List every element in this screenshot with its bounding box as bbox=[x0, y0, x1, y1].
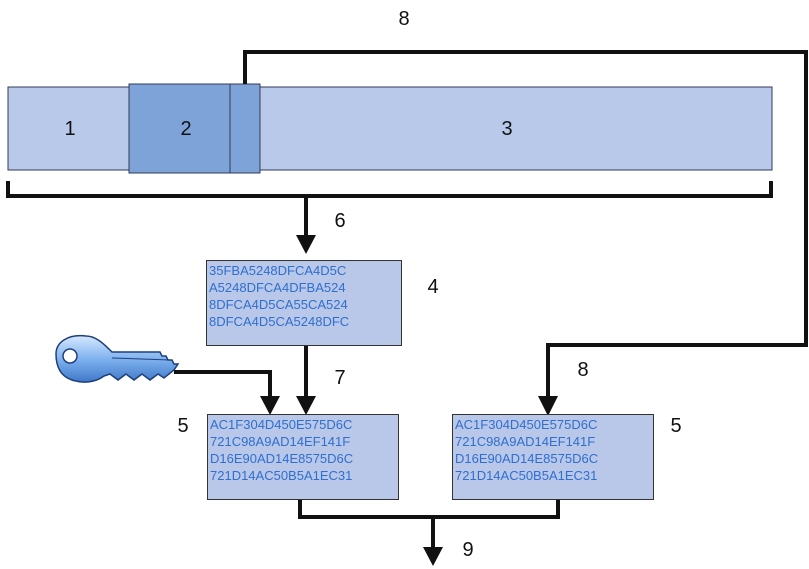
bar-segment-1 bbox=[7, 86, 131, 171]
hash-arrowhead bbox=[296, 396, 316, 415]
brace-arrowhead bbox=[296, 235, 316, 254]
bar-label-3: 3 bbox=[501, 118, 512, 140]
key-connector bbox=[174, 370, 272, 398]
right-box-label: 5 bbox=[670, 415, 681, 437]
bar-label-2: 2 bbox=[180, 118, 191, 140]
hash-line: A5248DFCA4DFBA524 bbox=[209, 280, 346, 295]
key-icon bbox=[55, 334, 180, 383]
cipher-line: 721D14AC50B5A1EC31 bbox=[455, 468, 598, 483]
bar-segment-header bbox=[229, 83, 261, 174]
hash-box-label: 4 bbox=[427, 276, 438, 298]
bar-brace bbox=[6, 181, 773, 237]
bar-label-1: 1 bbox=[64, 118, 75, 140]
bar-segment-2 bbox=[128, 83, 231, 174]
merge-arrowhead bbox=[423, 547, 443, 566]
loop-arrowhead bbox=[538, 396, 558, 416]
cipher-line: 721D14AC50B5A1EC31 bbox=[210, 468, 353, 483]
cipher-line: D16E90AD14E8575D6C bbox=[210, 451, 354, 466]
step-label-top-loop: 8 bbox=[398, 8, 409, 30]
key-arrowhead bbox=[260, 396, 280, 415]
cipher-line: D16E90AD14E8575D6C bbox=[455, 451, 599, 466]
loop-connector bbox=[243, 50, 808, 398]
left-cipher-box: AC1F304D450E575D6C 721C98A9AD14EF141F D1… bbox=[207, 414, 399, 500]
hash-line: 8DFCA4D5CA55CA524 bbox=[209, 297, 348, 312]
cipher-line: 721C98A9AD14EF141F bbox=[455, 434, 596, 449]
step-label-hash: 7 bbox=[334, 367, 345, 389]
cipher-line: 721C98A9AD14EF141F bbox=[210, 434, 351, 449]
step-label-right-loop: 8 bbox=[577, 359, 588, 381]
hash-line: 35FBA5248DFCA4D5C bbox=[209, 263, 347, 278]
hash-box: 35FBA5248DFCA4D5C A5248DFCA4DFBA524 8DFC… bbox=[206, 260, 402, 346]
message-bar: 1 2 3 bbox=[7, 83, 773, 174]
cipher-line: AC1F304D450E575D6C bbox=[210, 417, 353, 432]
bar-segment-3 bbox=[258, 86, 773, 171]
step-label-merge: 9 bbox=[462, 539, 473, 561]
hash-line: 8DFCA4D5CA5248DFC bbox=[209, 314, 350, 329]
right-cipher-box: AC1F304D450E575D6C 721C98A9AD14EF141F D1… bbox=[452, 414, 654, 500]
left-box-label: 5 bbox=[177, 415, 188, 437]
cipher-line: AC1F304D450E575D6C bbox=[455, 417, 598, 432]
merge-connector bbox=[298, 499, 560, 549]
step-label-brace: 6 bbox=[334, 210, 345, 232]
